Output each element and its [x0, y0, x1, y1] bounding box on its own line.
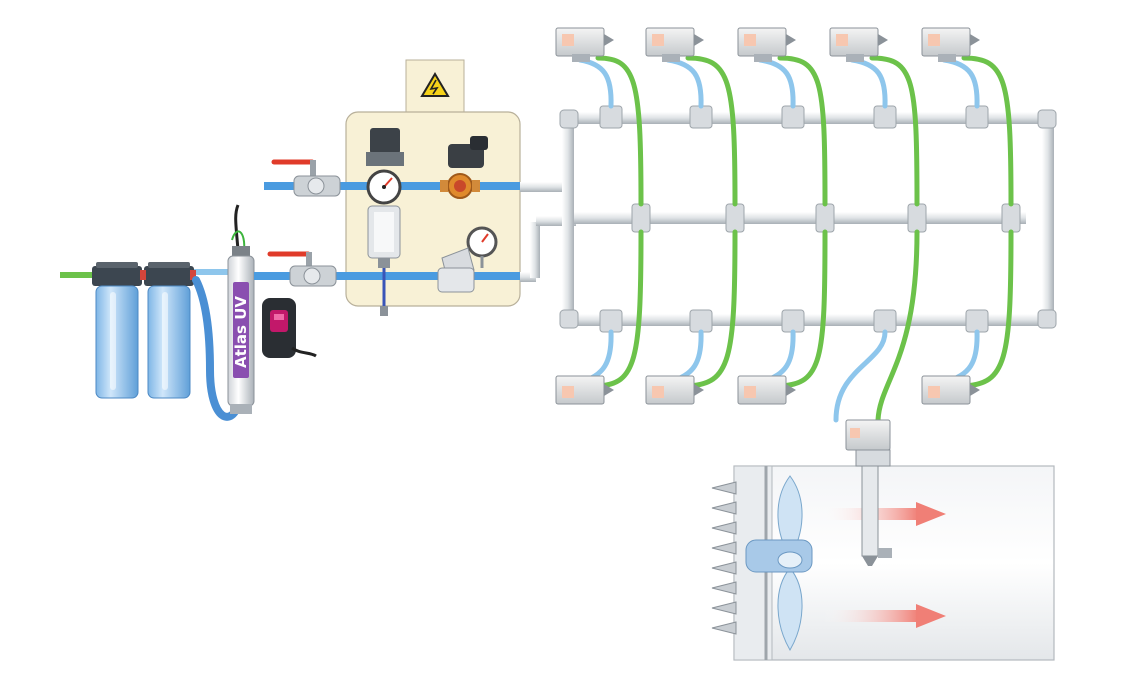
- nozzle-bottom-2: [645, 375, 704, 405]
- air-filter-regulator: [366, 128, 404, 316]
- electrical-hazard-icon: [420, 72, 450, 97]
- uv-ballast-controller: [262, 298, 317, 358]
- nozzle-bottom-3: [737, 375, 796, 405]
- water-inlet-ball-valve: [267, 251, 337, 287]
- uv-brand-label: Atlas UV: [232, 296, 250, 368]
- uv-loop-hose: [192, 276, 244, 421]
- electrical-box: [405, 59, 465, 117]
- air-inlet-ball-valve: [271, 159, 341, 197]
- nozzle-top-4: [829, 27, 888, 62]
- nozzle-bottom-1: [555, 375, 614, 405]
- nozzle-top-1: [555, 27, 614, 62]
- misting-nozzles-top: [555, 27, 980, 62]
- water-filter-housings: [92, 262, 196, 399]
- solenoid-valve: [440, 136, 488, 199]
- nozzle-top-5: [921, 27, 980, 62]
- carbon-filter: [144, 262, 194, 399]
- sediment-filter: [92, 262, 142, 399]
- water-pressure-regulator: [437, 226, 498, 293]
- water-hoses-top: [577, 57, 980, 109]
- air-hoses-top: [595, 55, 1014, 207]
- pressure-gauge: [366, 169, 402, 205]
- air-hoses-bottom: [595, 229, 1014, 423]
- duct-mist-nozzle-assembly: [845, 419, 892, 566]
- nozzle-top-3: [737, 27, 796, 62]
- nozzle-bottom-5: [921, 375, 980, 405]
- bottom-rail-tees: [599, 309, 989, 333]
- airflow-arrows: [822, 502, 946, 628]
- uv-sterilizer: Atlas UV: [227, 204, 255, 414]
- top-rail-tees: [599, 105, 989, 129]
- axial-fan-icon: [745, 475, 813, 651]
- misting-nozzles-bottom: [555, 375, 980, 405]
- nozzle-top-2: [645, 27, 704, 62]
- water-pressure-gauge: [466, 226, 498, 268]
- inlet-water-hose: [60, 269, 228, 278]
- intake-nozzle-row: [711, 481, 737, 635]
- distribution-manifold: [520, 109, 1057, 329]
